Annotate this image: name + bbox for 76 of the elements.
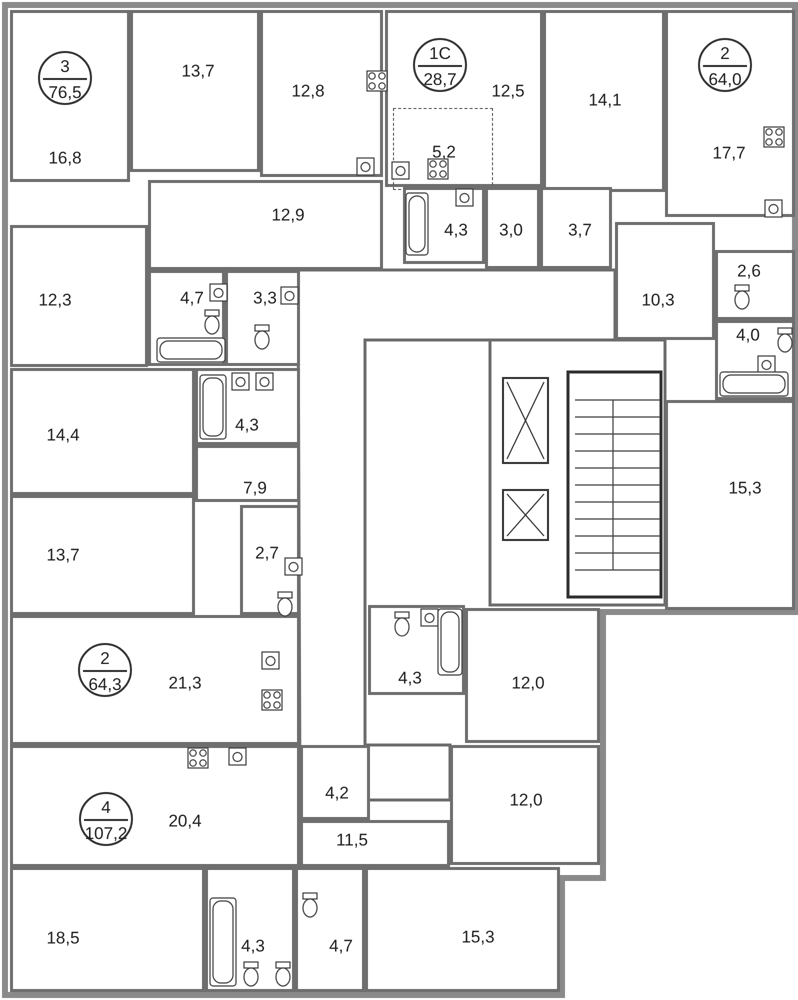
apartment-marker bbox=[78, 643, 132, 697]
room-area: 4,7 bbox=[180, 290, 204, 306]
room-area: 15,3 bbox=[728, 480, 762, 496]
room bbox=[540, 187, 612, 269]
room bbox=[450, 745, 600, 865]
room-area: 12,8 bbox=[291, 82, 325, 100]
apartment-area: 64,3 bbox=[88, 676, 122, 693]
room-area: 12,5 bbox=[491, 82, 525, 100]
room bbox=[260, 10, 383, 177]
room bbox=[10, 615, 300, 745]
room-area: 12,9 bbox=[271, 206, 305, 224]
room-area: 13,7 bbox=[46, 546, 80, 564]
room-area: 21,3 bbox=[168, 674, 202, 692]
room bbox=[10, 867, 205, 992]
room-area: 2,7 bbox=[255, 544, 279, 562]
room bbox=[665, 400, 795, 610]
room bbox=[295, 867, 365, 992]
room-area: 4,0 bbox=[736, 326, 760, 344]
room-area: 4,3 bbox=[398, 670, 422, 686]
apartment-number: 4 bbox=[101, 799, 111, 816]
room bbox=[365, 867, 560, 992]
room-area: 4,2 bbox=[325, 784, 349, 802]
room bbox=[10, 225, 148, 367]
apartment-area: 107,2 bbox=[84, 825, 128, 842]
room-area: 12,0 bbox=[511, 674, 545, 692]
room-area: 3,0 bbox=[499, 222, 523, 238]
room bbox=[300, 745, 370, 820]
room-area: 17,7 bbox=[712, 144, 746, 162]
room bbox=[240, 505, 300, 615]
room bbox=[715, 250, 795, 320]
room-area: 3,3 bbox=[253, 290, 277, 306]
room-area: 13,7 bbox=[181, 62, 215, 80]
apartment-number: 1С bbox=[429, 45, 451, 62]
apartment-area: 76,5 bbox=[48, 84, 82, 101]
apartment-area: 64,0 bbox=[708, 71, 742, 88]
apartment-marker bbox=[413, 38, 467, 92]
apartment-number: 2 bbox=[720, 45, 730, 62]
room bbox=[10, 495, 195, 615]
room-area: 12,3 bbox=[38, 292, 72, 308]
apartment-number: 3 bbox=[60, 58, 70, 75]
room-area: 10,3 bbox=[641, 292, 675, 308]
room-area: 20,4 bbox=[168, 812, 202, 830]
room bbox=[665, 10, 795, 217]
room bbox=[485, 187, 540, 269]
room bbox=[10, 10, 130, 182]
room-area: 15,3 bbox=[461, 928, 495, 946]
room-area: 18,5 bbox=[46, 930, 80, 946]
room bbox=[225, 270, 300, 366]
apartment-marker bbox=[38, 51, 92, 105]
room-area: 7,9 bbox=[243, 480, 267, 496]
room bbox=[543, 10, 665, 192]
room-area: 11,5 bbox=[336, 832, 368, 848]
room bbox=[465, 608, 600, 743]
room-area: 14,4 bbox=[46, 426, 80, 444]
room bbox=[148, 180, 383, 270]
room bbox=[385, 10, 543, 187]
room bbox=[300, 820, 450, 867]
room bbox=[195, 445, 300, 502]
room bbox=[130, 10, 260, 172]
room bbox=[10, 368, 195, 495]
apartment-marker bbox=[79, 792, 133, 846]
apartment-area: 28,7 bbox=[423, 71, 457, 88]
apartment-number: 2 bbox=[100, 650, 110, 667]
room-area: 4,3 bbox=[235, 416, 259, 434]
room-area: 12,0 bbox=[509, 792, 543, 808]
room-area: 4,7 bbox=[329, 938, 353, 954]
room-area: 4,3 bbox=[241, 938, 265, 954]
room-area: 3,7 bbox=[568, 222, 592, 238]
room bbox=[615, 222, 715, 340]
room-area: 4,3 bbox=[444, 222, 468, 238]
room-area: 16,8 bbox=[48, 150, 82, 166]
room-area: 5,2 bbox=[432, 144, 456, 160]
room-area: 14,1 bbox=[588, 92, 622, 108]
room-area: 2,6 bbox=[737, 262, 761, 280]
room bbox=[10, 745, 300, 867]
apartment-marker bbox=[698, 38, 752, 92]
